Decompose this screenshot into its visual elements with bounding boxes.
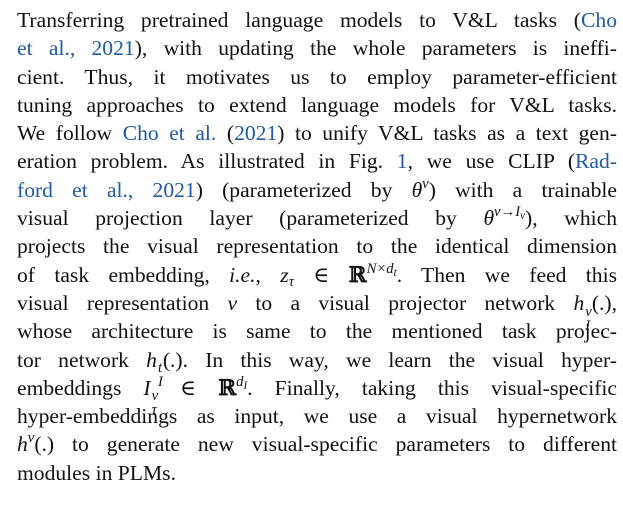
citation-link[interactable]: Cho et al. [122, 121, 217, 146]
text-line: of task embedding, i.e., zτ ∈ ℝN×dt. The… [17, 261, 617, 289]
text-line: We follow Cho et al. (2021) to unify V&L… [17, 119, 617, 147]
math-superscript: v→Iv [494, 203, 526, 223]
text-span: projects the visual representation to th… [17, 234, 617, 259]
text-line: whose architecture is same to the mentio… [17, 317, 617, 345]
text-span: visual representation [17, 290, 228, 315]
text-span: hyper-embeddings as input, we use a visu… [17, 404, 617, 429]
text-span: whose architecture is same to the mentio… [17, 319, 617, 344]
text-line: Transferring pretrained language models … [17, 6, 617, 34]
text-line: eration problem. As illustrated in Fig. … [17, 147, 617, 175]
text-line: modules in PLMs. [17, 459, 617, 487]
math-superscript: v [27, 430, 35, 447]
text-span: ( [216, 121, 235, 146]
text-span: (.) to generate new visual-specific para… [34, 432, 617, 457]
text-line: hv(.) to generate new visual-specific pa… [17, 430, 617, 458]
text-span: We follow [17, 121, 123, 146]
text-span: of task embedding, [17, 262, 230, 287]
text-line: tuning approaches to extend language mod… [17, 91, 617, 119]
text-line: cient. Thus, it motivates us to employ p… [17, 63, 617, 91]
text-span: eration problem. As illustrated in Fig. [17, 149, 397, 174]
math-symbol: θ [411, 177, 423, 202]
text-line: et al., 2021), with updating the whole p… [17, 34, 617, 62]
citation-link[interactable]: Cho [581, 8, 617, 32]
math-symbol: h [573, 290, 585, 315]
math-superscript: v [422, 175, 429, 192]
text-span: tuning approaches to extend language mod… [17, 92, 617, 117]
text-span: embeddings [17, 375, 144, 400]
text-span: (.), [591, 290, 617, 315]
citation-link[interactable]: et al., 2021 [17, 36, 135, 61]
text-span: visual projection layer (parameterized b… [17, 206, 484, 231]
math-subscript: v [520, 210, 526, 223]
math-symbol: ℝ [218, 375, 237, 401]
text-line: hyper-embeddings as input, we use a visu… [17, 402, 617, 430]
math-symbol: θ [483, 206, 495, 231]
text-span: , [255, 262, 281, 287]
text-span: to a visual projector network [237, 290, 574, 315]
text-span: , we use CLIP ( [407, 149, 576, 174]
text-span: (.). In this way, we learn the visual hy… [162, 347, 618, 372]
text-span: ) to unify V&L tasks as a text gen- [277, 121, 617, 146]
text-span: . Finally, taking this visual-specific [247, 375, 617, 400]
citation-link[interactable]: Rad- [575, 149, 617, 174]
citation-link[interactable]: ford et al., 2021 [17, 177, 196, 202]
text-span: ), with updating the whole parameters is… [134, 36, 617, 61]
math-subscript: t [393, 266, 397, 279]
text-line: projects the visual representation to th… [17, 232, 617, 260]
text-span: ), which [525, 206, 617, 231]
math-symbol: v [227, 290, 238, 315]
text-line: visual projection layer (parameterized b… [17, 204, 617, 232]
text-span: cient. Thus, it motivates us to employ p… [17, 64, 617, 89]
citation-link[interactable]: 2021 [234, 121, 278, 146]
math-superscript: dI [236, 373, 248, 392]
math-superscript: N×dt [366, 260, 397, 279]
text-line: visual representation v to a visual proj… [17, 289, 617, 333]
emphasis-text: i.e. [229, 262, 256, 287]
text-line: ford et al., 2021) (parameterized by θv)… [17, 176, 617, 204]
text-span: modules in PLMs. [17, 460, 176, 485]
text-span: tor network [17, 347, 147, 372]
text-span: ) with a trainable [428, 177, 617, 202]
math-symbol: h [146, 347, 157, 372]
figure-reference-link[interactable]: 1 [396, 149, 408, 174]
math-symbol: I [143, 375, 151, 400]
math-operator: ∈ [293, 262, 349, 287]
math-subscript: I [243, 379, 248, 392]
text-span: ) (parameterized by [195, 177, 412, 202]
text-span: Transferring pretrained language models … [17, 8, 581, 32]
math-subscript: τ [288, 273, 294, 290]
math-operator: ∈ [158, 375, 219, 400]
text-span: . Then we feed this [396, 262, 617, 287]
math-symbol: h [17, 432, 28, 457]
math-symbol: z [280, 262, 289, 287]
math-symbol: ℝ [348, 262, 367, 288]
